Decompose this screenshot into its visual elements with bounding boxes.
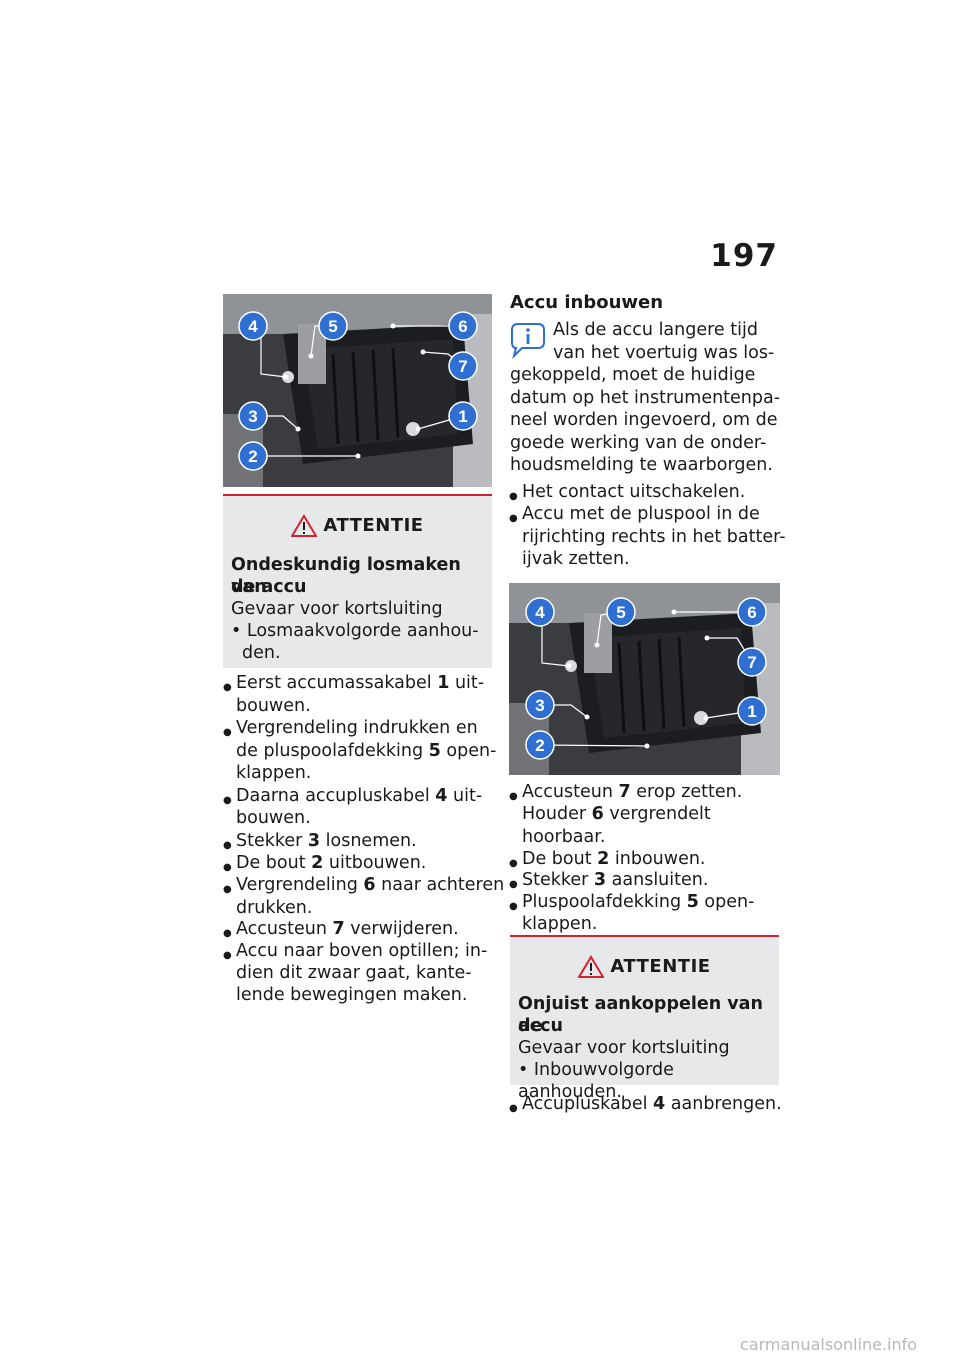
- callout-5: 5: [616, 603, 625, 622]
- callout-4: 4: [535, 603, 545, 622]
- page-number: 197: [710, 238, 778, 274]
- battery-figure-top: 4 5 6 7 3 1 2: [223, 294, 492, 487]
- step-support-install: Accusteun 7 erop zetten.: [509, 781, 742, 808]
- battery-figure-bottom: 4 5 6 7 3 1 2: [509, 583, 780, 775]
- removal-step-line: Accusteun 7 verwijderen.: [223, 918, 459, 945]
- callout-1: 1: [747, 702, 756, 721]
- watermark: carmanualsonline.info: [740, 1335, 918, 1354]
- warning-instruction-2: den.: [242, 643, 281, 663]
- step-ignition-off: Het contact uitschakelen.: [509, 481, 745, 508]
- callout-3: 3: [248, 407, 257, 426]
- info-text-1: Als de accu langere tijd: [553, 320, 758, 340]
- step-plus-cable: Accupluskabel 4 aanbrengen.: [509, 1093, 782, 1120]
- info-icon: [511, 323, 545, 360]
- warning-title-2: de accu: [231, 577, 307, 597]
- warning-text: Gevaar voor kortsluiting: [518, 1038, 730, 1058]
- warning-title: Ondeskundig losmaken van: [231, 555, 461, 597]
- removal-step-line: lende bewegingen maken.: [236, 985, 468, 1005]
- removal-step-line: Eerst accumassakabel 1 uit-: [223, 672, 484, 699]
- removal-step-line: Stekker 3 losnemen.: [223, 830, 417, 857]
- removal-step-line: dien dit zwaar gaat, kante-: [236, 963, 472, 983]
- warning-title-2: accu: [518, 1016, 564, 1036]
- step-insert-battery-3: ijvak zetten.: [522, 549, 630, 569]
- callout-7: 7: [458, 357, 467, 376]
- warning-triangle-icon: [578, 955, 605, 978]
- info-text-5: neel worden ingevoerd, om de: [510, 410, 778, 430]
- callout-5: 5: [328, 317, 337, 336]
- callout-6: 6: [747, 603, 756, 622]
- callout-1: 1: [458, 407, 467, 426]
- warning-text: Gevaar voor kortsluiting: [231, 599, 443, 619]
- removal-step-line: bouwen.: [236, 808, 311, 828]
- removal-step-line: drukken.: [236, 898, 313, 918]
- removal-step-line: Daarna accupluskabel 4 uit-: [223, 785, 482, 812]
- callout-3: 3: [535, 696, 544, 715]
- callout-2: 2: [535, 736, 544, 755]
- info-text-6: goede werking van de onder-: [510, 433, 767, 453]
- callout-6: 6: [458, 317, 467, 336]
- step-cover-open: Pluspoolafdekking 5 open-: [509, 891, 754, 918]
- step-insert-battery: Accu met de pluspool in de: [509, 503, 760, 530]
- info-text-3: gekoppeld, moet de huidige: [510, 365, 756, 385]
- warning-label: ATTENTIE: [323, 515, 424, 536]
- step-plug-connect: Stekker 3 aansluiten.: [509, 869, 708, 896]
- removal-step-line: bouwen.: [236, 696, 311, 716]
- info-text-4: datum op het instrumentenpa-: [510, 388, 781, 408]
- warning-instruction: • Losmaakvolgorde aanhou-: [231, 621, 479, 641]
- step-support-install-3: hoorbaar.: [522, 827, 606, 847]
- removal-step-line: De bout 2 uitbouwen.: [223, 852, 426, 879]
- step-insert-battery-2: rijrichting rechts in het batter-: [522, 527, 786, 547]
- removal-step-line: Vergrendeling 6 naar achteren: [223, 874, 504, 901]
- step-cover-open-2: klappen.: [522, 914, 598, 934]
- removal-step-line: Vergrendeling indrukken en: [223, 717, 478, 744]
- warning-title: Onjuist aankoppelen van de: [518, 994, 763, 1036]
- info-text-7: houdsmelding te waarborgen.: [510, 455, 773, 475]
- callout-2: 2: [248, 447, 257, 466]
- warning-triangle-icon: [291, 514, 318, 537]
- removal-step-line: de pluspoolafdekking 5 open-: [236, 741, 497, 761]
- callout-4: 4: [248, 317, 258, 336]
- section-heading: Accu inbouwen: [510, 292, 664, 313]
- step-support-install-2: Houder 6 vergrendelt: [522, 804, 711, 824]
- info-text-2: van het voertuig was los-: [553, 343, 775, 363]
- warning-label: ATTENTIE: [610, 956, 711, 977]
- removal-step-line: Accu naar boven optillen; in-: [223, 940, 487, 967]
- callout-7: 7: [747, 653, 756, 672]
- warning-box-remove: ATTENTIE Ondeskundig losmaken van de acc…: [223, 494, 492, 668]
- step-bolt-install: De bout 2 inbouwen.: [509, 848, 706, 875]
- warning-box-install: ATTENTIE Onjuist aankoppelen van de accu…: [510, 935, 779, 1102]
- removal-step-line: klappen.: [236, 763, 312, 783]
